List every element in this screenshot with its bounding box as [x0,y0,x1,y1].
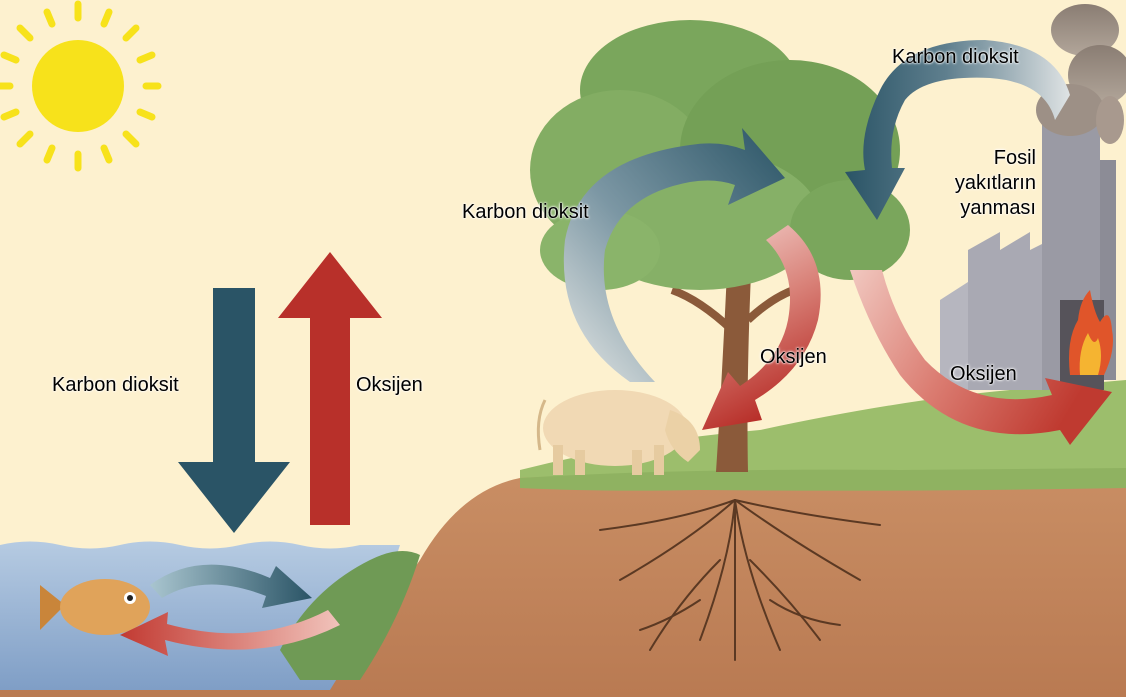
factory-co2-label: Karbon dioksit [892,46,1019,69]
factory-o2-label: Oksijen [950,363,1017,386]
fossil-line-3: yanması [930,196,1036,221]
fossil-fuel-label: Fosil yakıtların yanması [930,146,1036,221]
left-o2-label: Oksijen [356,374,423,397]
tree-co2-label: Karbon dioksit [462,201,589,224]
left-co2-label: Karbon dioksit [52,374,179,397]
fossil-line-1: Fosil [930,146,1036,171]
tree-o2-label: Oksijen [760,346,827,369]
fossil-line-2: yakıtların [930,171,1036,196]
